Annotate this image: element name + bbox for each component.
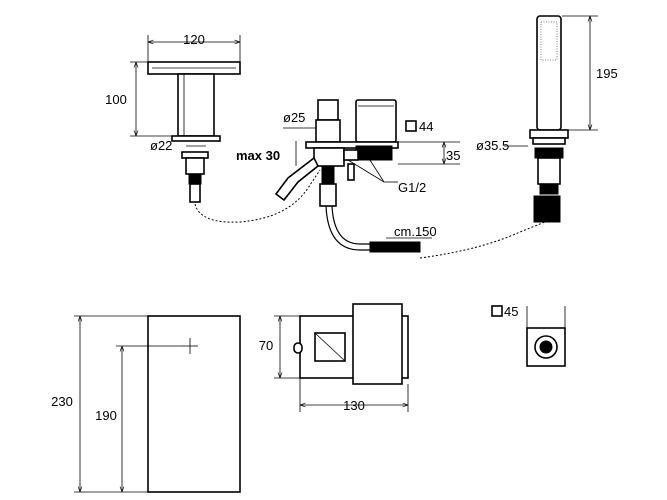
valve-plan-view: 45: [491, 304, 566, 367]
thread-label: G1/2: [398, 180, 426, 195]
mixer-underbody-right: [355, 145, 393, 161]
hand-shower-spray-face: [540, 21, 558, 61]
shower-holder-flange: [532, 137, 566, 145]
mixer-plan-width-label: 130: [343, 398, 365, 413]
plate-height-outer-label: 230: [51, 394, 73, 409]
back-plate-view: 230 190: [51, 315, 241, 493]
thread-leader-2: [369, 159, 385, 183]
shower-height-label: 195: [596, 66, 618, 81]
shower-hose-connector: [533, 195, 561, 223]
mixer-plan-body: [352, 303, 403, 385]
shower-hose-end: [369, 241, 421, 253]
spout-width-label: 120: [183, 32, 205, 47]
mixer-handle-top: [317, 99, 339, 121]
spout-connection-line: [194, 169, 321, 223]
valve-square-label: 45: [504, 304, 518, 319]
spout-pipe: [189, 183, 201, 203]
mixer-diameter-label: ø25: [283, 110, 305, 125]
back-plate: [147, 315, 241, 493]
spout-diameter-label: ø22: [150, 138, 172, 153]
spout-height-label: 100: [105, 92, 127, 107]
spout-shank: [185, 157, 205, 175]
spout-base: [171, 135, 221, 142]
thread-leader-1: [347, 159, 385, 183]
valve-square-symbol: [491, 305, 503, 317]
hand-shower-elevation: ø35.5 195: [476, 15, 618, 223]
spout-nut: [181, 151, 209, 159]
mixer-elevation: ø25 44 35 max 30 G1/2 cm.150: [236, 99, 460, 253]
deck-height-label: 35: [446, 148, 460, 163]
mixer-outlet: [347, 163, 355, 181]
mixer-square-label: 44: [419, 119, 433, 134]
mixer-handle-body: [315, 119, 341, 143]
mixer-plan-handle-line: [314, 332, 346, 362]
spout-elevation: 120 100 ø22: [105, 32, 241, 203]
mixer-plan-knob: [293, 342, 303, 354]
mixer-hose-thread: [319, 183, 337, 207]
shower-hose: [325, 205, 370, 251]
mixer-underbody-mid: [343, 149, 359, 161]
shower-fitting: [539, 183, 559, 195]
spout-hose-connector: [274, 156, 320, 202]
hose-length-label: cm.150: [394, 224, 437, 239]
spout-fitting: [188, 173, 202, 185]
shower-holder-top: [529, 129, 569, 139]
mixer-underbody-left: [313, 147, 345, 167]
shower-hose-inner: [331, 205, 370, 245]
mixer-square-symbol: [405, 120, 417, 132]
mixer-plan-view: 70 130: [259, 303, 409, 413]
max-deck-label: max 30: [236, 148, 280, 163]
shower-connection-line: [419, 221, 546, 259]
shower-shank: [537, 157, 561, 185]
valve-knob-center: [539, 340, 553, 354]
mixer-plan-height-label: 70: [259, 338, 273, 353]
plate-height-inner-label: 190: [95, 408, 117, 423]
shower-diameter-label: ø35.5: [476, 138, 509, 153]
deck-plate: [305, 141, 399, 149]
spout-body: [177, 73, 215, 137]
shower-nut: [534, 147, 564, 159]
mixer-hose-nut: [321, 165, 335, 185]
